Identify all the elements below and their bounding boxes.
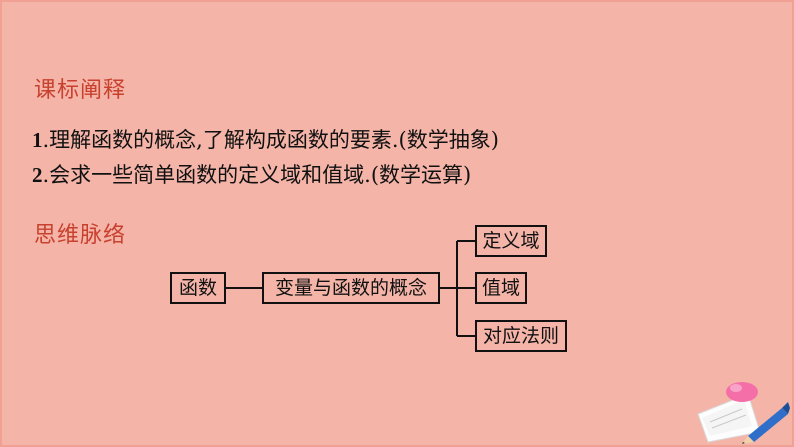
pencil-paper-icon bbox=[697, 382, 790, 444]
objective-1-number: 1 bbox=[32, 128, 43, 152]
objective-2-number: 2 bbox=[32, 163, 43, 187]
mindmap-branch-range: 值域 bbox=[475, 272, 527, 304]
objective-2-text: .会求一些简单函数的定义域和值域.(数学运算) bbox=[42, 163, 472, 187]
objective-1: 1.理解函数的概念,了解构成函数的要素.(数学抽象) bbox=[32, 124, 499, 154]
section-title-mindmap: 思维脉络 bbox=[34, 223, 127, 248]
mindmap-middle-box: 变量与函数的概念 bbox=[262, 272, 440, 304]
mindmap-root-box: 函数 bbox=[170, 272, 226, 304]
mindmap-branch-mapping: 对应法则 bbox=[475, 320, 567, 352]
section-title-standard: 课标阐释 bbox=[34, 78, 127, 103]
objective-1-text: .理解函数的概念,了解构成函数的要素.(数学抽象) bbox=[42, 128, 499, 152]
mindmap-branch-domain: 定义域 bbox=[475, 225, 547, 257]
objective-2: 2.会求一些简单函数的定义域和值域.(数学运算) bbox=[32, 159, 471, 189]
